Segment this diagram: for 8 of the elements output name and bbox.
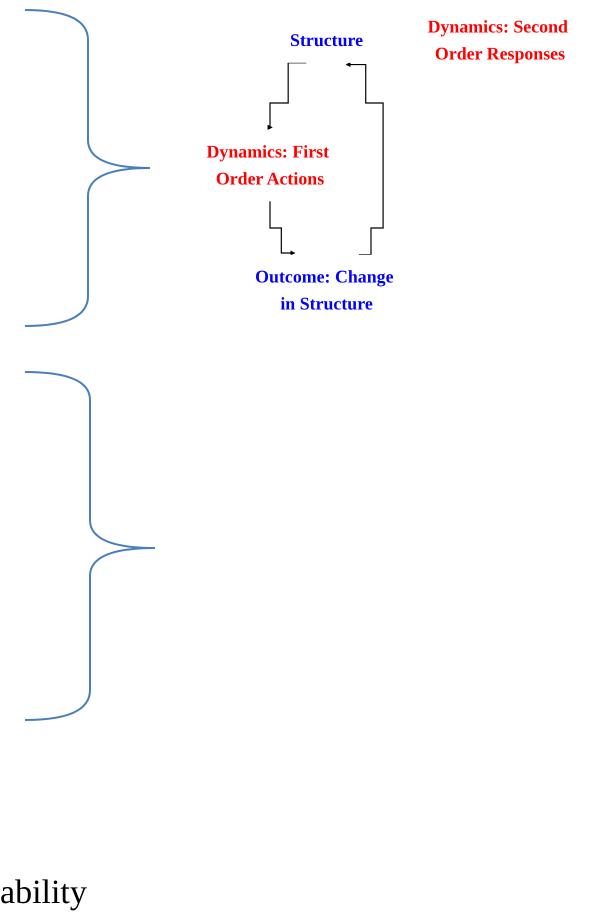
node-text: Structure	[290, 30, 364, 50]
note-text: ability	[0, 873, 87, 913]
node-text: Dynamics: First Order Actions	[206, 142, 330, 189]
node-text: Dynamics: Second Order Responses	[428, 17, 568, 64]
arrow	[346, 62, 384, 256]
node-text: Outcome: Change in Structure	[255, 267, 394, 314]
arrow	[269, 200, 296, 256]
arrow	[267, 62, 306, 130]
